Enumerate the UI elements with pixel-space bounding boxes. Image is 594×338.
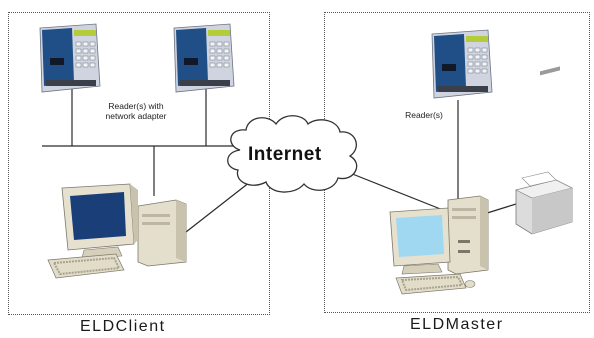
laser-printer-icon [515,66,573,235]
client-to-internet-link [185,181,251,233]
internet-label: Internet [248,144,322,165]
eldclient-title: ELDClient [80,318,166,335]
master-computer-icon [389,195,489,295]
client-computer-icon [47,183,187,279]
internet-to-master-link [349,172,449,213]
client-reader-label: Reader(s) with network adapter [105,101,167,121]
master-reader-icon [431,29,493,99]
client-reader-2-icon [173,23,235,93]
master-printer-link [483,203,517,215]
internet-cloud-icon [227,115,358,193]
master-reader-label: Reader(s) [405,110,443,120]
client-reader-1-icon [39,23,101,93]
eldmaster-title: ELDMaster [410,316,504,333]
